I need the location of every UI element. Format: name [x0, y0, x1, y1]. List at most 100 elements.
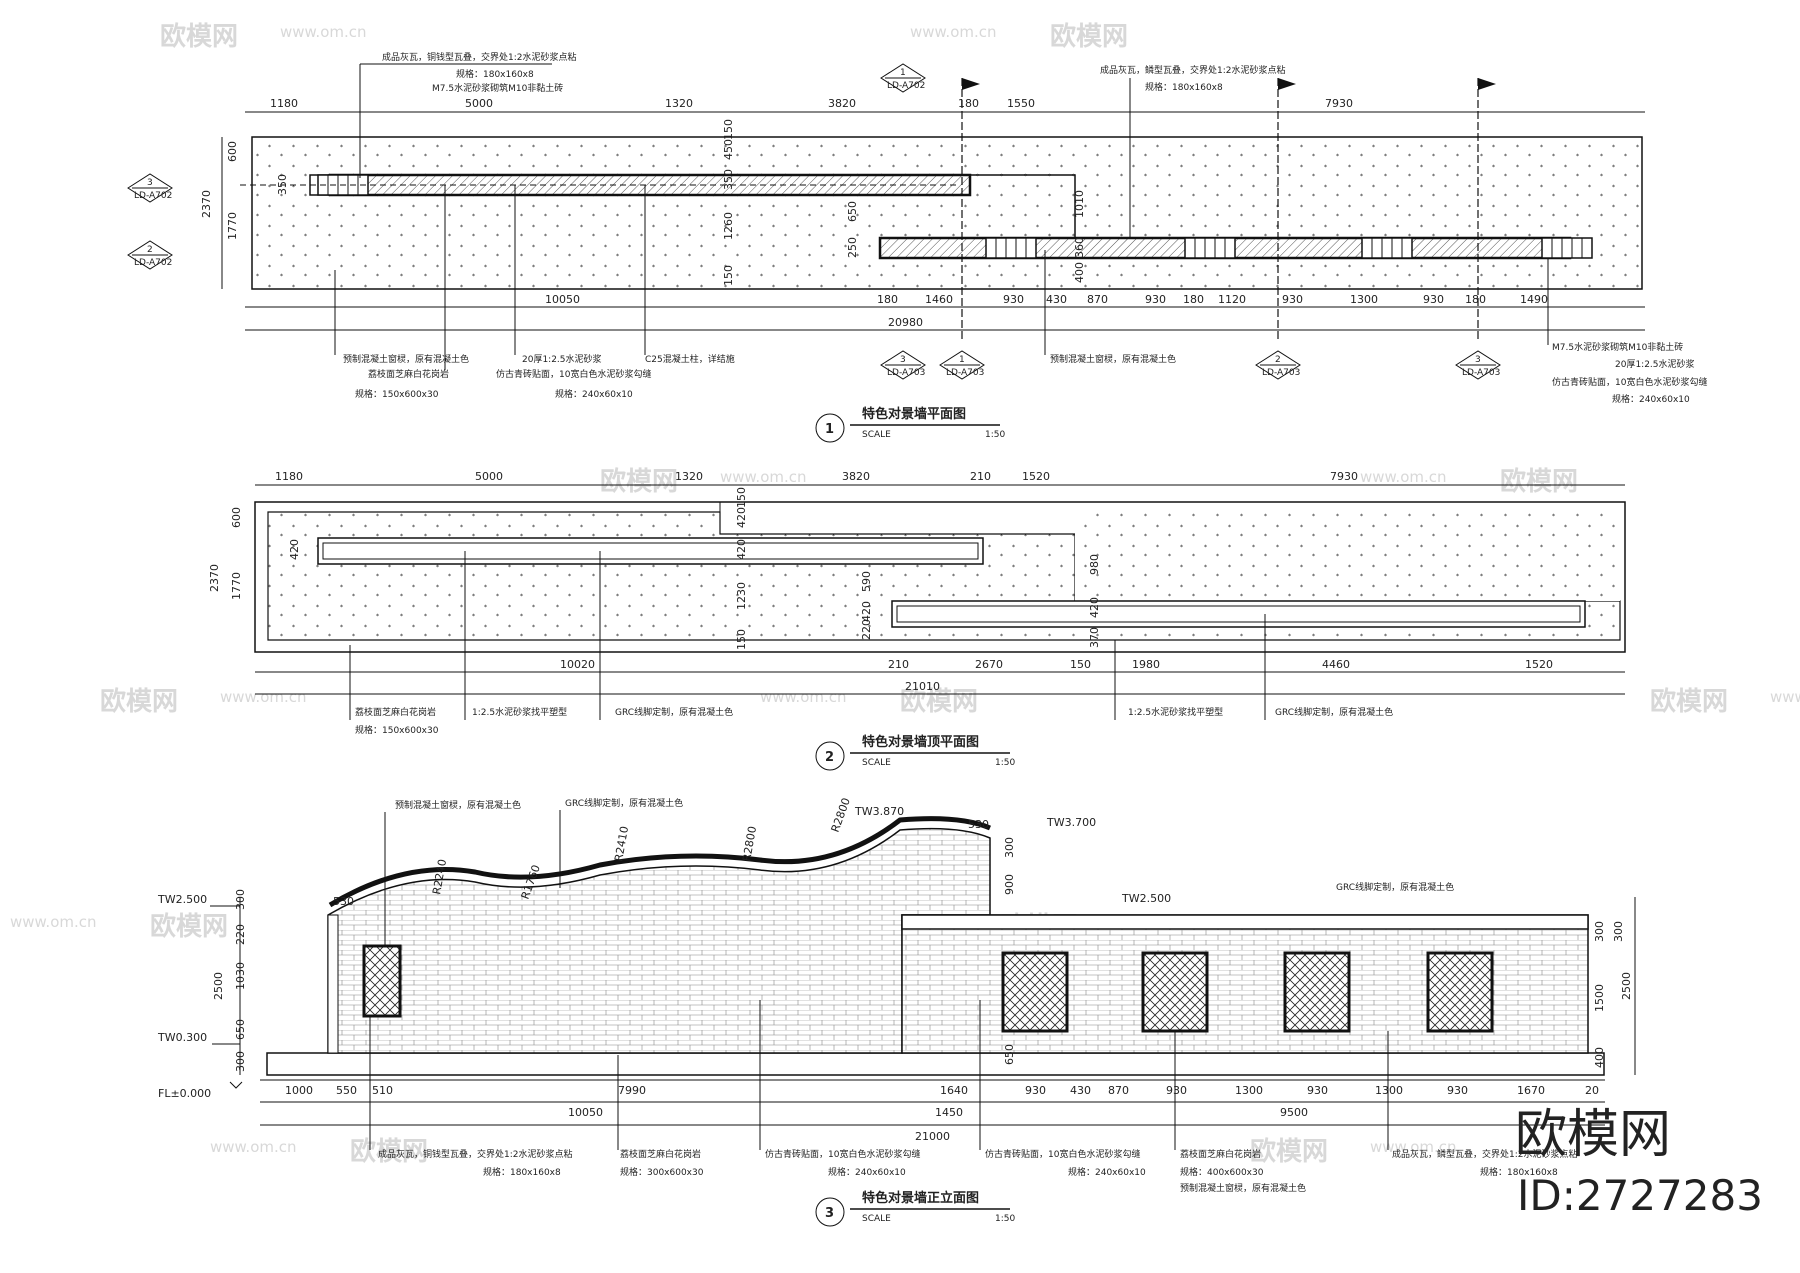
dim: 930: [1423, 293, 1444, 306]
dim: 5000: [475, 470, 503, 483]
dim: 930: [1003, 293, 1024, 306]
elev3-window: [1283, 951, 1351, 1033]
section-marker: 2 LD-A703: [1255, 350, 1301, 380]
svg-text:3: 3: [825, 1206, 834, 1221]
note: 成品灰瓦，铜钱型瓦叠，交界处1:2水泥砂浆点粘: [382, 51, 577, 63]
watermark-logo: 欧模网: [350, 1136, 428, 1167]
dim: 1460: [925, 293, 953, 306]
plan1-title-block: 1 特色对景墙平面图 SCALE 1:50: [815, 406, 1005, 443]
dim: 1520: [1525, 658, 1553, 671]
watermark-url: www.om.cn: [1370, 1138, 1457, 1156]
dim: 180: [877, 293, 898, 306]
dim: 1180: [275, 470, 303, 483]
note: 规格：180x160x8: [1145, 81, 1223, 93]
elev3-base: [266, 1052, 1605, 1076]
dim: 650: [846, 201, 859, 222]
plan2-notes: 荔枝面芝麻白花岗岩 规格：150x600x30 1:2.5水泥砂浆找平塑型 GR…: [349, 551, 1393, 736]
dim: 10020: [560, 658, 595, 671]
dim: 1670: [1517, 1084, 1545, 1097]
dim: 1640: [940, 1084, 968, 1097]
note: 规格：400x600x30: [1180, 1166, 1264, 1178]
watermark-url: www.om.cn: [1770, 688, 1800, 706]
note: 1:2.5水泥砂浆找平塑型: [472, 706, 567, 718]
dim: 300: [234, 889, 247, 910]
svg-text:3: 3: [900, 355, 906, 365]
svg-text:LD-A703: LD-A703: [946, 368, 984, 378]
dim: 180: [1183, 293, 1204, 306]
svg-text:1:50: 1:50: [985, 430, 1005, 440]
total-dim: 20980: [888, 316, 923, 329]
svg-text:1:50: 1:50: [995, 758, 1015, 768]
dim: 4460: [1322, 658, 1350, 671]
watermark-url: www.om.cn: [910, 23, 997, 41]
svg-text:2: 2: [147, 245, 153, 255]
dim: 1770: [226, 212, 239, 240]
watermark-logo: 欧模网: [1250, 1136, 1328, 1167]
dim: 1180: [270, 97, 298, 110]
radius-label: R2800: [829, 796, 853, 834]
dim: 600: [230, 507, 243, 528]
note: 规格：150x600x30: [355, 724, 439, 736]
dim: 420: [860, 601, 873, 622]
plan1-top-dims: 1180 5000 1320 3820 180 1550 7930: [270, 97, 1353, 110]
elev3-dims: 530 530 300 220 1030 2500 650 300 300 90…: [212, 818, 1633, 1072]
dim: 930: [1145, 293, 1166, 306]
svg-text:2: 2: [825, 750, 834, 765]
dim: 3820: [828, 97, 856, 110]
note: 仿古青砖贴面，10宽白色水泥砂浆勾缝: [496, 368, 651, 380]
dim: 150: [735, 487, 748, 508]
svg-text:3: 3: [1475, 355, 1481, 365]
note: 仿古青砖贴面，10宽白色水泥砂浆勾缝: [1552, 376, 1707, 388]
svg-text:特色对景墙正立面图: 特色对景墙正立面图: [862, 1190, 979, 1206]
dim: 930: [1282, 293, 1303, 306]
dim: 150: [1070, 658, 1091, 671]
plan2-coping-upper: [317, 537, 984, 565]
watermark-logo: 欧模网: [150, 911, 228, 942]
watermark-url: www.om.cn: [220, 688, 307, 706]
svg-text:SCALE: SCALE: [862, 1214, 891, 1224]
dim: 300: [1003, 837, 1016, 858]
elev3-window: [1141, 951, 1209, 1033]
level-mark: TW2.500: [157, 893, 207, 906]
svg-text:LD-A702: LD-A702: [887, 81, 925, 91]
dim: 1500: [1593, 984, 1606, 1012]
corner-logo-text: 欧模网: [1515, 1105, 1671, 1165]
dim: 150: [735, 629, 748, 650]
dim: 930: [1166, 1084, 1187, 1097]
level-mark: TW3.700: [1046, 816, 1096, 829]
dim: 360: [1073, 237, 1086, 258]
total-dim: 21000: [915, 1130, 950, 1143]
dim: 1520: [1022, 470, 1050, 483]
note: 荔枝面芝麻白花岗岩: [620, 1148, 701, 1160]
plan1-notes: 成品灰瓦，铜钱型瓦叠，交界处1:2水泥砂浆点粘 规格：180x160x8 M7.…: [334, 51, 1707, 405]
svg-text:2: 2: [1275, 355, 1281, 365]
radius-label: R2410: [612, 825, 631, 862]
dim: 400: [1593, 1047, 1606, 1068]
svg-text:LD-A703: LD-A703: [887, 368, 925, 378]
level-mark: TW3.870: [854, 805, 904, 818]
svg-text:1:50: 1:50: [995, 1214, 1015, 1224]
dim: 20: [1585, 1084, 1599, 1097]
dim: 7930: [1330, 470, 1358, 483]
svg-text:SCALE: SCALE: [862, 430, 891, 440]
dim: 180: [958, 97, 979, 110]
dim: 210: [970, 470, 991, 483]
dim: 1300: [1350, 293, 1378, 306]
dim: 300: [1612, 921, 1625, 942]
watermark-url: www.om.cn: [210, 1138, 297, 1156]
note: 成品灰瓦，鳞型瓦叠，交界处1:2水泥砂浆点粘: [1392, 1148, 1578, 1160]
note: 1:2.5水泥砂浆找平塑型: [1128, 706, 1223, 718]
elev3-window: [362, 944, 402, 1018]
note: 荔枝面芝麻白花岗岩: [368, 368, 449, 380]
dim: 180: [1465, 293, 1486, 306]
dim: 550: [336, 1084, 357, 1097]
plan1-grill: [985, 237, 1037, 259]
dim: 250: [846, 237, 859, 258]
elev3-wave-wall: [327, 827, 991, 1054]
svg-text:特色对景墙顶平面图: 特色对景墙顶平面图: [862, 734, 979, 750]
dim: 350: [276, 174, 289, 195]
dim: 870: [1087, 293, 1108, 306]
watermark-logo: 欧模网: [100, 686, 178, 717]
watermark-url: www.om.cn: [10, 913, 97, 931]
